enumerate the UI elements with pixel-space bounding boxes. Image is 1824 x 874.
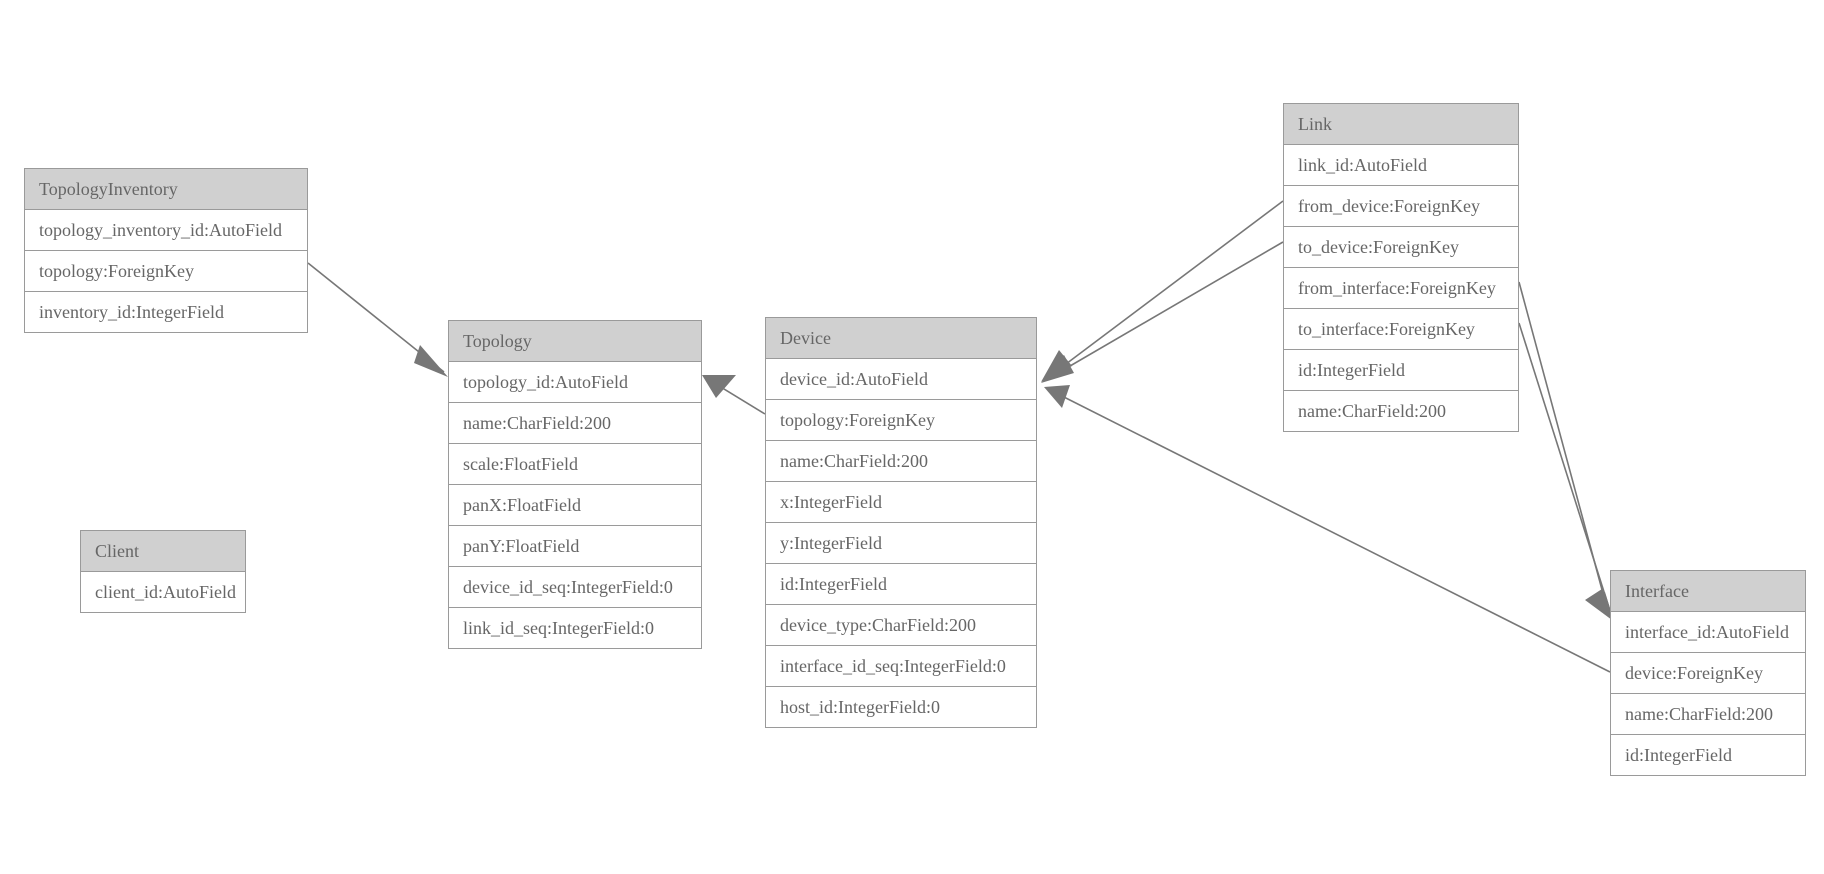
- entity-field: id:IntegerField: [1284, 350, 1518, 391]
- edge-link-to-device: [1041, 241, 1284, 383]
- entity-field: device_type:CharField:200: [766, 605, 1036, 646]
- entity-field: from_device:ForeignKey: [1284, 186, 1518, 227]
- entity-title: Device: [766, 318, 1036, 359]
- entity-field: interface_id:AutoField: [1611, 612, 1805, 653]
- entity-field: device:ForeignKey: [1611, 653, 1805, 694]
- edge-link-from-interface: [1518, 281, 1612, 620]
- edge-topologyinventory-topology: [307, 262, 448, 377]
- entity-field: y:IntegerField: [766, 523, 1036, 564]
- entity-field: to_interface:ForeignKey: [1284, 309, 1518, 350]
- entity-field: id:IntegerField: [1611, 735, 1805, 775]
- entity-title: Topology: [449, 321, 701, 362]
- entity-field: from_interface:ForeignKey: [1284, 268, 1518, 309]
- entity-field: topology:ForeignKey: [766, 400, 1036, 441]
- entity-field: name:CharField:200: [1284, 391, 1518, 431]
- entity-field: x:IntegerField: [766, 482, 1036, 523]
- entity-field: panY:FloatField: [449, 526, 701, 567]
- entity-field: name:CharField:200: [449, 403, 701, 444]
- entity-device[interactable]: Device device_id:AutoField topology:Fore…: [765, 317, 1037, 728]
- edge-link-from-device: [1041, 200, 1284, 382]
- entity-field: topology_id:AutoField: [449, 362, 701, 403]
- entity-field: name:CharField:200: [766, 441, 1036, 482]
- entity-field: host_id:IntegerField:0: [766, 687, 1036, 727]
- entity-field: device_id_seq:IntegerField:0: [449, 567, 701, 608]
- entity-field: topology_inventory_id:AutoField: [25, 210, 307, 251]
- entity-title: TopologyInventory: [25, 169, 307, 210]
- entity-field: client_id:AutoField: [81, 572, 245, 612]
- entity-field: link_id:AutoField: [1284, 145, 1518, 186]
- entity-field: link_id_seq:IntegerField:0: [449, 608, 701, 648]
- entity-link[interactable]: Link link_id:AutoField from_device:Forei…: [1283, 103, 1519, 432]
- entity-field: interface_id_seq:IntegerField:0: [766, 646, 1036, 687]
- entity-title: Client: [81, 531, 245, 572]
- edge-device-topology: [702, 375, 766, 415]
- entity-title: Link: [1284, 104, 1518, 145]
- entity-title: Interface: [1611, 571, 1805, 612]
- entity-field: to_device:ForeignKey: [1284, 227, 1518, 268]
- entity-field: scale:FloatField: [449, 444, 701, 485]
- entity-field: inventory_id:IntegerField: [25, 292, 307, 332]
- entity-field: device_id:AutoField: [766, 359, 1036, 400]
- entity-field: topology:ForeignKey: [25, 251, 307, 292]
- entity-topology[interactable]: Topology topology_id:AutoField name:Char…: [448, 320, 702, 649]
- entity-topologyinventory[interactable]: TopologyInventory topology_inventory_id:…: [24, 168, 308, 333]
- entity-field: id:IntegerField: [766, 564, 1036, 605]
- entity-interface[interactable]: Interface interface_id:AutoField device:…: [1610, 570, 1806, 776]
- entity-client[interactable]: Client client_id:AutoField: [80, 530, 246, 613]
- entity-field: panX:FloatField: [449, 485, 701, 526]
- entity-field: name:CharField:200: [1611, 694, 1805, 735]
- edge-link-to-interface: [1518, 322, 1614, 621]
